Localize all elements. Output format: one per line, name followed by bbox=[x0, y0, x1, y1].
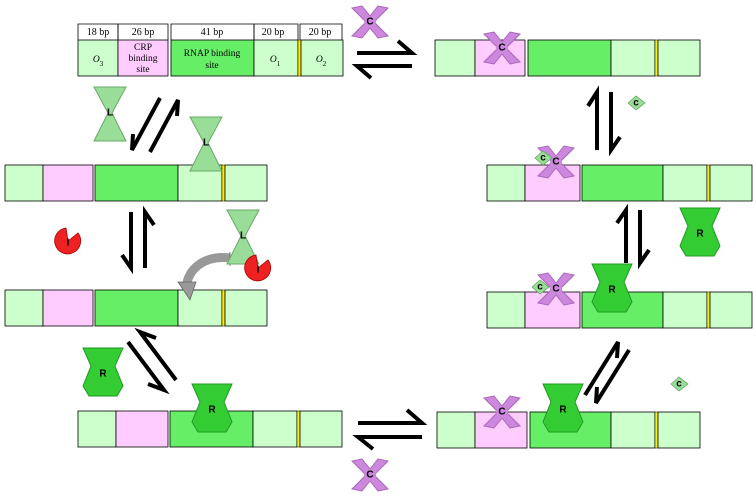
repressor-4: R bbox=[82, 347, 124, 397]
dna-strand-2 bbox=[434, 39, 701, 77]
bp-label-o3: 18 bp bbox=[87, 27, 110, 38]
crp-letter: C bbox=[498, 407, 505, 418]
segment-label-o2: O2 bbox=[316, 55, 327, 68]
segment-label-crp-1: CRP bbox=[134, 43, 152, 53]
dna-strand-4 bbox=[486, 164, 753, 202]
repressor-letter: R bbox=[559, 405, 567, 416]
crp-letter: C bbox=[552, 284, 559, 295]
repressor-letter: R bbox=[608, 285, 616, 296]
cofactor-letter: c bbox=[540, 153, 546, 164]
crp-letter: C bbox=[366, 17, 373, 28]
crp-protein-6: C bbox=[350, 458, 390, 492]
crp-letter: C bbox=[552, 157, 559, 168]
cofactor-letter: c bbox=[633, 98, 639, 109]
cofactor-2: c bbox=[534, 150, 553, 166]
bp-bracket-o1: 20 bp bbox=[253, 23, 299, 40]
cofactor-4: c bbox=[670, 376, 689, 392]
repressor-2: R bbox=[591, 263, 633, 313]
segment-label-o1: O1 bbox=[270, 55, 281, 68]
equilibrium-arrow-left-1 bbox=[130, 97, 180, 153]
cofactor-letter: c bbox=[537, 282, 543, 293]
repressor-letter: R bbox=[99, 369, 107, 380]
ligand-letter: L bbox=[240, 231, 246, 242]
equilibrium-arrow-bottom bbox=[352, 408, 428, 451]
crp-protein-4: C bbox=[536, 272, 576, 306]
bp-header: 18 bp 26 bp 41 bp 20 bp 20 bp bbox=[77, 23, 343, 40]
equilibrium-arrow-left-3 bbox=[126, 327, 178, 395]
equilibrium-arrow-right-2 bbox=[615, 203, 651, 270]
bp-label-o1: 20 bp bbox=[262, 27, 285, 38]
crp-protein-2: C bbox=[482, 31, 522, 65]
repressor-5: R bbox=[191, 383, 233, 433]
equilibrium-arrow-top bbox=[351, 39, 418, 80]
repressor-1: R bbox=[679, 207, 721, 257]
repressor-letter: R bbox=[696, 229, 704, 240]
segment-label-crp-3: site bbox=[136, 65, 149, 75]
crp-letter: C bbox=[366, 470, 373, 481]
inducer-1: I bbox=[54, 227, 82, 255]
equilibrium-arrow-right-3 bbox=[583, 340, 631, 405]
bp-bracket-o3: 18 bp bbox=[77, 23, 119, 40]
bp-bracket-o2: 20 bp bbox=[299, 23, 343, 40]
equilibrium-arrow-left-2 bbox=[120, 205, 156, 275]
dna-strand-3 bbox=[4, 164, 268, 202]
cofactor-letter: c bbox=[676, 379, 682, 390]
segment-label-rnap-1: RNAP binding bbox=[184, 49, 241, 59]
ligand-protein-3: L bbox=[226, 209, 260, 265]
segment-label-rnap-2: site bbox=[205, 61, 218, 71]
cofactor-3: c bbox=[531, 279, 550, 295]
dna-strand-1: O3 CRP binding site RNAP binding site O1… bbox=[77, 39, 344, 77]
inducer-letter: I bbox=[67, 238, 70, 249]
crp-protein-5: C bbox=[482, 395, 522, 429]
bp-bracket-rnap: 41 bp bbox=[170, 23, 255, 40]
repressor-letter: R bbox=[208, 405, 216, 416]
inducer-2: I bbox=[244, 254, 272, 282]
bp-label-o2: 20 bp bbox=[309, 27, 332, 38]
ligand-letter: L bbox=[203, 138, 209, 149]
dna-strand-5 bbox=[4, 289, 268, 327]
equilibrium-arrow-right-1 bbox=[586, 85, 622, 157]
crp-letter: C bbox=[498, 43, 505, 54]
ligand-protein-2: L bbox=[189, 116, 223, 172]
ligand-letter: L bbox=[107, 108, 113, 119]
bp-label-rnap: 41 bp bbox=[201, 27, 224, 38]
ligand-protein-1: L bbox=[93, 86, 127, 142]
segment-label-o3: O3 bbox=[93, 55, 104, 68]
bp-label-crp: 26 bp bbox=[132, 27, 155, 38]
bp-bracket-crp: 26 bp bbox=[117, 23, 169, 40]
inducer-letter: I bbox=[257, 265, 260, 276]
cofactor-1: c bbox=[627, 95, 646, 111]
repressor-3: R bbox=[542, 383, 584, 433]
crp-protein-1: C bbox=[350, 5, 390, 39]
segment-label-crp-2: binding bbox=[128, 54, 157, 64]
